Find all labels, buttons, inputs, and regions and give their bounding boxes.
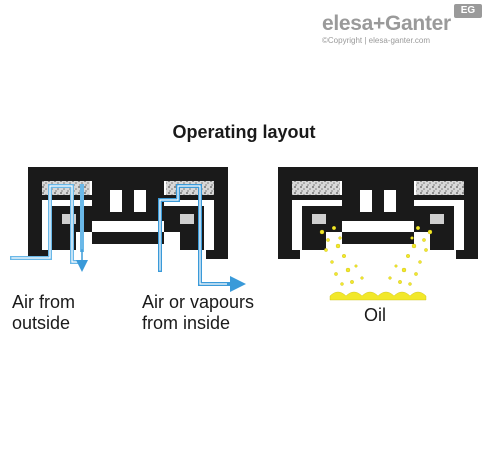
label-air-or-vapours-line2: from inside xyxy=(142,313,231,333)
label-air-or-vapours: Air or vapours from inside xyxy=(142,292,254,334)
label-air-from-outside-line1: Air from xyxy=(12,292,75,312)
filter-right-a xyxy=(292,181,340,195)
air-flow-right xyxy=(158,184,246,292)
label-air-from-outside-line2: outside xyxy=(12,313,71,333)
air-flow-left xyxy=(10,184,88,272)
oil-splash xyxy=(319,225,433,301)
eg-badge: EG xyxy=(454,4,482,18)
label-oil: Oil xyxy=(364,305,386,325)
copyright-text: ©Copyright | elesa-ganter.com xyxy=(322,36,431,45)
label-air-from-outside: Air from outside xyxy=(12,292,75,334)
brand-logo: elesa+Ganter xyxy=(322,12,451,35)
filter-right-b xyxy=(416,181,464,195)
label-air-or-vapours-line1: Air or vapours xyxy=(142,292,255,312)
diagram-title: Operating layout xyxy=(172,122,316,142)
cap-right xyxy=(278,167,478,259)
